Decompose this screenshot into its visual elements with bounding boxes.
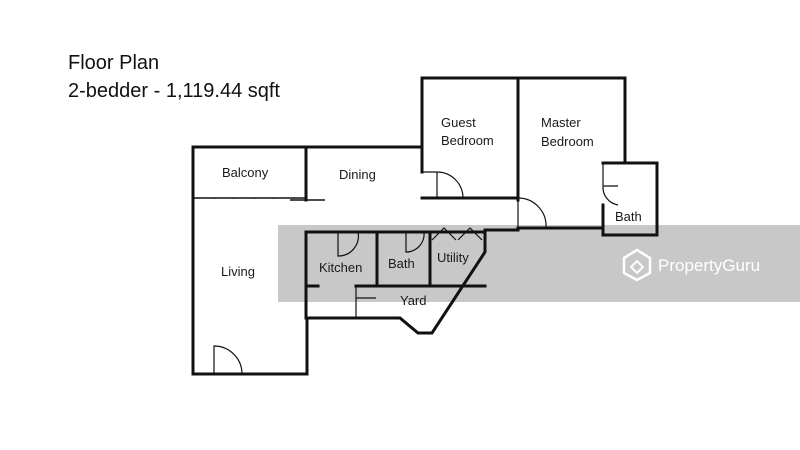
floor-plan-subtitle: 2-bedder - 1,119.44 sqft	[68, 80, 280, 102]
floor-plan-title: Floor Plan	[68, 52, 160, 74]
utility-label: Utility	[437, 250, 469, 265]
dining-label: Dining	[339, 167, 376, 182]
watermark-band	[278, 225, 800, 302]
common-bath-label: Bath	[388, 256, 415, 271]
master-bath-label: Bath	[615, 209, 642, 224]
doors	[193, 163, 619, 375]
kitchen-label: Kitchen	[319, 260, 362, 275]
master-bedroom-label-line1: Master	[541, 115, 581, 130]
watermark-brand-text: PropertyGuru	[658, 256, 760, 275]
living-label: Living	[221, 264, 255, 279]
master-bedroom-label-line2: Bedroom	[541, 134, 594, 149]
interior-walls	[193, 76, 627, 320]
yard-label: Yard	[400, 293, 427, 308]
guest-bedroom-label-line1: Guest	[441, 115, 476, 130]
propertyguru-logo-icon	[622, 248, 652, 282]
balcony-label: Balcony	[222, 165, 269, 180]
guest-bedroom-label-line2: Bedroom	[441, 133, 494, 148]
